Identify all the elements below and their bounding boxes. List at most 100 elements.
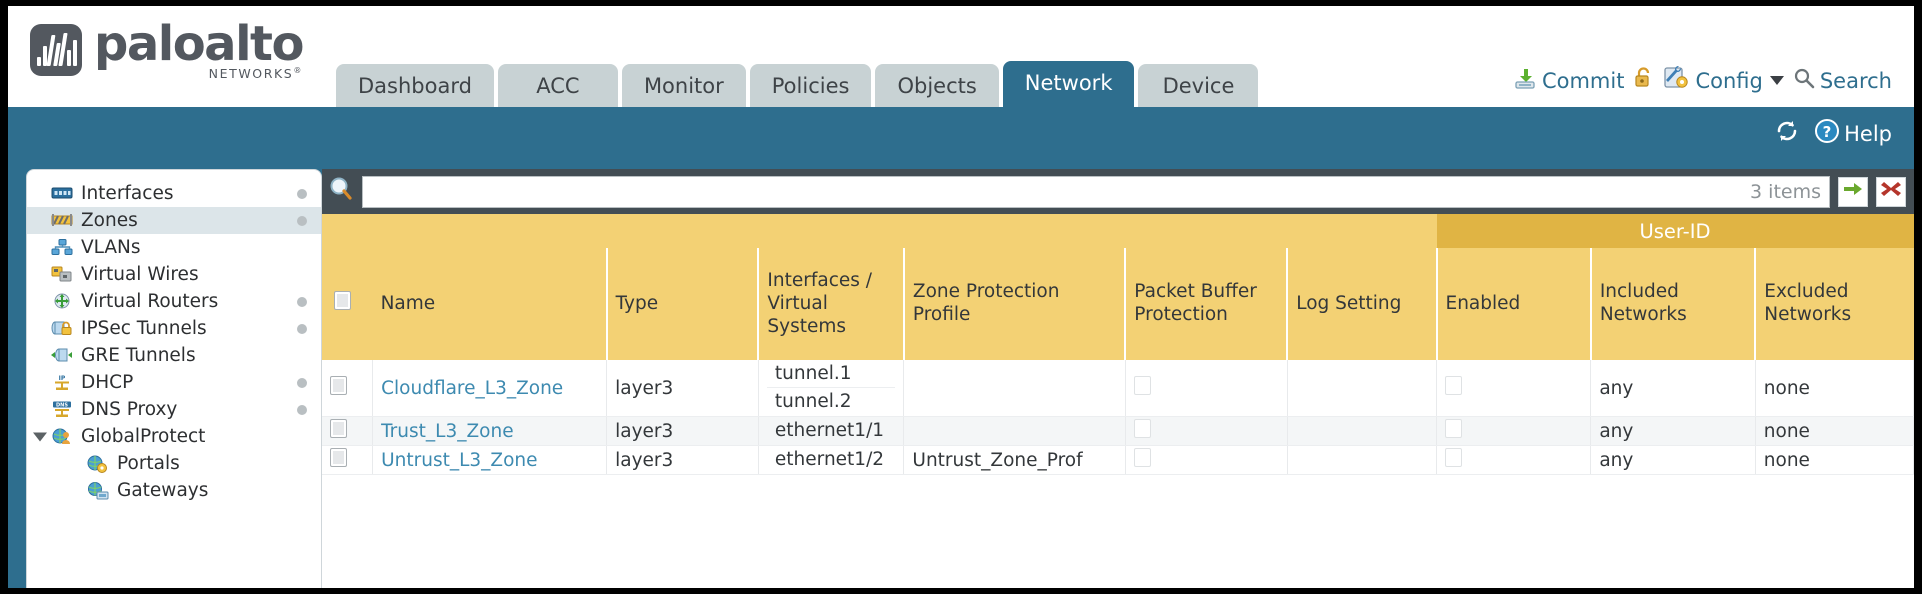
group-header-spacer bbox=[322, 214, 1437, 248]
sidebar-label: VLANs bbox=[81, 237, 141, 258]
zones-table: User-ID Name Type Interfaces / Virtual S… bbox=[322, 214, 1914, 475]
svg-text:DNS: DNS bbox=[56, 402, 68, 408]
config-wrench-gear-icon bbox=[1664, 65, 1690, 95]
dns-proxy-icon: DNS bbox=[51, 401, 73, 419]
sidebar-item-interfaces[interactable]: Interfaces bbox=[27, 180, 321, 207]
commit-label: Commit bbox=[1541, 68, 1625, 93]
cell-type: layer3 bbox=[606, 416, 759, 446]
group-header-user-id: User-ID bbox=[1436, 214, 1914, 248]
cell-interfaces: ethernet1/2 bbox=[758, 445, 905, 475]
sidebar-item-virtual-wires[interactable]: Virtual Wires bbox=[27, 261, 321, 288]
interface-entry: ethernet1/1 bbox=[774, 420, 885, 441]
user-id-enabled-checkbox[interactable] bbox=[1445, 376, 1462, 395]
cell-zone-protection: Untrust_Zone_Prof bbox=[903, 445, 1126, 475]
main-panel: 3 items bbox=[322, 169, 1914, 588]
clear-filter-button[interactable] bbox=[1876, 176, 1906, 207]
column-header-zone-protection[interactable]: Zone Protection Profile bbox=[903, 248, 1127, 360]
zone-name-link[interactable]: Trust_L3_Zone bbox=[381, 420, 514, 442]
cell-log-setting bbox=[1287, 360, 1438, 417]
tab-dashboard[interactable]: Dashboard bbox=[336, 64, 494, 107]
search-button[interactable]: Search bbox=[1793, 67, 1892, 94]
column-header-enabled[interactable]: Enabled bbox=[1436, 248, 1592, 360]
sidebar-item-ipsec-tunnels[interactable]: IPSec Tunnels bbox=[27, 315, 321, 342]
sidebar-item-portals[interactable]: Portals bbox=[27, 450, 321, 477]
sidebar-label: IPSec Tunnels bbox=[81, 318, 207, 339]
tab-policies[interactable]: Policies bbox=[749, 64, 872, 107]
brand-subtitle: NETWORKS® bbox=[208, 66, 303, 82]
apply-filter-arrow-icon bbox=[1842, 179, 1864, 204]
packet-buffer-checkbox[interactable] bbox=[1133, 419, 1151, 438]
interface-entry: tunnel.1 bbox=[766, 360, 896, 388]
body-area: Interfaces Zones VLANs Vir bbox=[8, 169, 1914, 588]
sidebar-label: Virtual Routers bbox=[81, 291, 219, 312]
cell-included-networks: any bbox=[1590, 416, 1756, 446]
commit-icon bbox=[1513, 66, 1537, 95]
sidebar-label: DHCP bbox=[81, 372, 134, 393]
column-header-included-networks[interactable]: Included Networks bbox=[1590, 248, 1757, 360]
sidebar-item-dhcp[interactable]: IP DHCP bbox=[27, 369, 321, 396]
sidebar-item-zones[interactable]: Zones bbox=[27, 207, 321, 234]
user-id-enabled-checkbox[interactable] bbox=[1445, 419, 1462, 438]
sidebar-item-gateways[interactable]: Gateways bbox=[27, 477, 321, 504]
row-checkbox[interactable] bbox=[330, 448, 347, 467]
column-header-excluded-networks[interactable]: Excluded Networks bbox=[1755, 248, 1914, 360]
clear-filter-x-icon bbox=[1880, 179, 1902, 204]
column-header-interfaces[interactable]: Interfaces / Virtual Systems bbox=[758, 248, 905, 360]
row-checkbox[interactable] bbox=[330, 376, 347, 395]
zone-name-link[interactable]: Cloudflare_L3_Zone bbox=[381, 377, 564, 399]
cell-interfaces: ethernet1/1 bbox=[758, 416, 905, 446]
tab-acc[interactable]: ACC bbox=[497, 64, 618, 107]
gateways-icon bbox=[87, 481, 109, 500]
column-header-type[interactable]: Type bbox=[606, 248, 760, 360]
tab-network[interactable]: Network bbox=[1002, 61, 1135, 107]
interface-entry: ethernet1/2 bbox=[774, 449, 885, 470]
zone-name-link[interactable]: Untrust_L3_Zone bbox=[381, 449, 538, 471]
apply-filter-button[interactable] bbox=[1838, 176, 1868, 207]
table-row[interactable]: Untrust_L3_Zone layer3 ethernet1/2 Untru… bbox=[322, 445, 1914, 475]
sidebar-status-dot bbox=[297, 296, 307, 307]
items-count: 3 items bbox=[1750, 180, 1821, 203]
dhcp-icon: IP bbox=[51, 374, 73, 392]
tab-monitor[interactable]: Monitor bbox=[621, 64, 746, 107]
filter-search-icon[interactable] bbox=[328, 175, 354, 208]
sidebar-item-globalprotect[interactable]: GlobalProtect bbox=[27, 423, 321, 450]
sidebar-status-dot bbox=[297, 215, 307, 226]
lock-button[interactable] bbox=[1633, 66, 1655, 95]
column-header-name[interactable]: Name bbox=[372, 248, 608, 360]
row-select-cell bbox=[322, 416, 374, 446]
user-id-enabled-checkbox[interactable] bbox=[1445, 448, 1462, 467]
search-label: Search bbox=[1819, 68, 1892, 93]
filter-input[interactable]: 3 items bbox=[362, 175, 1830, 208]
cell-excluded-networks: none bbox=[1755, 360, 1914, 417]
tab-objects[interactable]: Objects bbox=[875, 64, 999, 107]
row-checkbox[interactable] bbox=[330, 419, 347, 438]
select-all-checkbox[interactable] bbox=[334, 290, 351, 310]
cell-excluded-networks: none bbox=[1755, 445, 1914, 475]
sidebar-label: DNS Proxy bbox=[81, 399, 178, 420]
virtual-routers-icon bbox=[51, 293, 73, 311]
column-header-log-setting[interactable]: Log Setting bbox=[1287, 248, 1438, 360]
chevron-down-icon[interactable] bbox=[1769, 76, 1784, 85]
sidebar-label: Gateways bbox=[117, 480, 209, 501]
help-button[interactable]: ? Help bbox=[1814, 118, 1892, 149]
select-all-header bbox=[322, 248, 373, 360]
sidebar-status-dot bbox=[297, 404, 307, 415]
cell-enabled bbox=[1436, 416, 1592, 446]
sidebar-item-virtual-routers[interactable]: Virtual Routers bbox=[27, 288, 321, 315]
table-row[interactable]: Trust_L3_Zone layer3 ethernet1/1 bbox=[322, 416, 1914, 446]
column-header-packet-buffer[interactable]: Packet Buffer Protection bbox=[1125, 248, 1289, 360]
packet-buffer-checkbox[interactable] bbox=[1133, 376, 1151, 395]
main-nav-tabs: Dashboard ACC Monitor Policies Objects N… bbox=[336, 61, 1259, 107]
sidebar-item-vlans[interactable]: VLANs bbox=[27, 234, 321, 261]
sidebar-item-gre-tunnels[interactable]: GRE Tunnels bbox=[27, 342, 321, 369]
refresh-icon[interactable] bbox=[1774, 118, 1800, 149]
expander-collapse-icon[interactable] bbox=[33, 432, 47, 441]
sidebar-item-dns-proxy[interactable]: DNS DNS Proxy bbox=[27, 396, 321, 423]
commit-button[interactable]: Commit bbox=[1513, 66, 1625, 95]
tab-device[interactable]: Device bbox=[1138, 64, 1259, 107]
ipsec-tunnels-icon bbox=[51, 320, 73, 338]
config-button[interactable]: Config bbox=[1664, 65, 1784, 95]
table-group-header-row: User-ID bbox=[322, 214, 1914, 248]
svg-text:?: ? bbox=[1823, 123, 1832, 141]
packet-buffer-checkbox[interactable] bbox=[1133, 448, 1151, 467]
